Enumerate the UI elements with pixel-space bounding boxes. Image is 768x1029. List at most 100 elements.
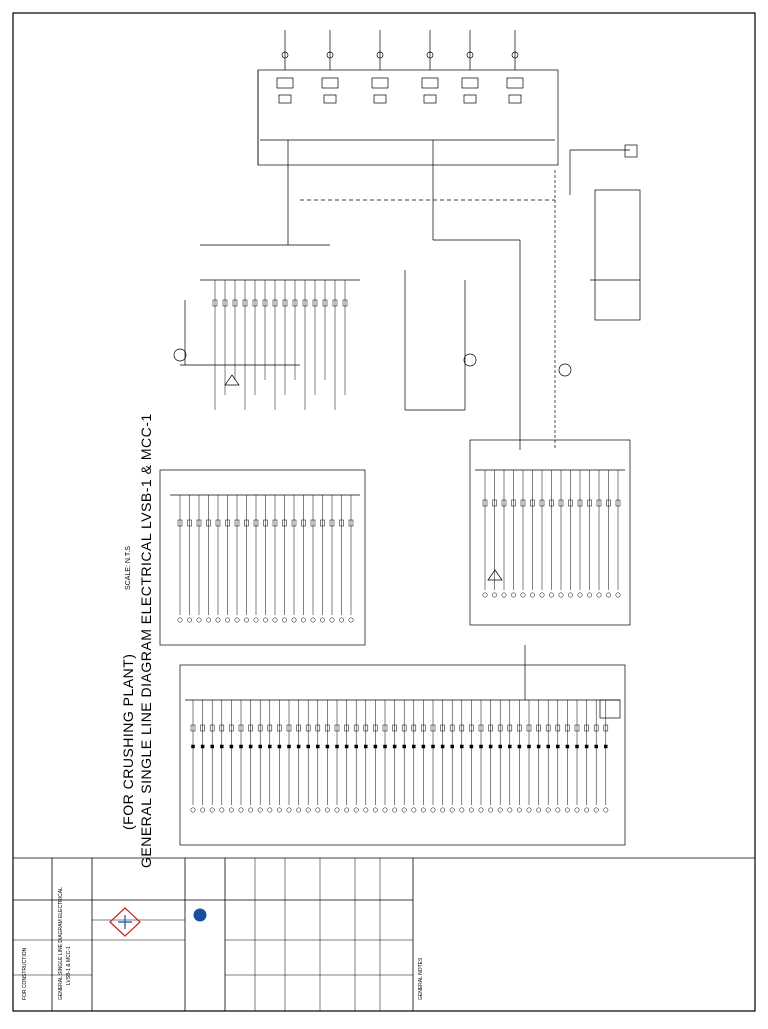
mcc-main-contactor-20	[383, 744, 387, 749]
mcc-main-motor-0	[190, 807, 196, 813]
mcc-main-motor-22	[401, 807, 407, 813]
mcc-left-motor-14	[310, 617, 316, 623]
mcc-right-motor-2	[501, 592, 507, 598]
breaker-block-4	[461, 77, 479, 89]
mcc-main-motor-23	[411, 807, 417, 813]
title-block-drawing-title: GENERAL SINGLE LINE DIAGRAM ELECTRICAL	[58, 887, 64, 1000]
mcc-main-motor-19	[372, 807, 378, 813]
mcc-main-breaker-12	[305, 724, 311, 732]
mcc-main-breaker-34	[517, 724, 522, 732]
mcc-right-breaker-0	[482, 499, 488, 507]
mcc-main-motor-29	[468, 807, 474, 813]
lvsb1-breaker-10	[312, 299, 318, 307]
mcc-right-breaker-5	[530, 499, 535, 507]
mcc-main-motor-26	[440, 807, 446, 813]
lvsb1-breaker-8	[292, 299, 298, 307]
mcc-main-motor-1	[200, 807, 206, 813]
mcc-right-breaker-9	[568, 499, 573, 507]
mcc-right-motor-11	[587, 592, 592, 598]
mcc-main-breaker-2	[209, 724, 215, 732]
mcc-left-motor-0	[177, 617, 183, 623]
transformer-symbol-1	[173, 348, 187, 362]
mcc-main-motor-34	[516, 807, 522, 813]
mcc-left-motor-12	[291, 617, 297, 623]
mcc-main-motor-25	[430, 807, 436, 813]
mcc-main-breaker-24	[421, 724, 426, 732]
mcc-main-contactor-3	[220, 744, 224, 749]
mcc-left-breaker-4	[215, 519, 221, 527]
mcc-main-contactor-5	[239, 744, 243, 749]
mcc-right-motor-0	[482, 592, 488, 598]
generator-symbol-1	[326, 51, 334, 59]
meter-block-4	[463, 94, 477, 104]
generator-symbol-5	[511, 51, 519, 59]
mcc-main-breaker-9	[277, 724, 282, 732]
mcc-left-breaker-2	[196, 519, 202, 527]
mcc-right-breaker-7	[549, 499, 554, 507]
mcc-right-outline	[469, 439, 631, 626]
mcc-main-contactor-13	[316, 744, 320, 749]
mcc-main-motor-36	[536, 807, 542, 813]
mcc-left-motor-16	[329, 617, 335, 623]
title-block-notes-header: GENERAL NOTES	[418, 957, 424, 1000]
mcc-main-contactor-35	[527, 744, 531, 749]
wiring	[159, 30, 641, 846]
mcc-left-breaker-15	[320, 519, 325, 527]
mcc-left-motor-7	[244, 617, 249, 623]
mcc-main-motor-39	[564, 807, 570, 813]
mcc-left-outline	[159, 469, 366, 646]
mcc-left-motor-5	[225, 617, 230, 623]
mcc-main-motor-21	[392, 807, 398, 813]
mcc-main-breaker-0	[190, 724, 196, 732]
mcc-main-contactor-12	[306, 744, 310, 749]
mcc-main-motor-43	[603, 807, 609, 813]
mcc-main-contactor-18	[364, 744, 368, 749]
breaker-block-2	[371, 77, 389, 89]
mcc-right-breaker-8	[558, 499, 564, 507]
mcc-main-motor-11	[296, 807, 302, 813]
mcc-main-motor-38	[555, 807, 561, 813]
mcc-left-motor-2	[196, 617, 202, 623]
mcc-left-motor-8	[253, 617, 259, 623]
transformer-symbol-3	[558, 363, 572, 377]
mcc-main-contactor-29	[469, 744, 474, 749]
mcc-right-breaker-14	[615, 499, 621, 507]
mcc-left-motor-10	[272, 617, 278, 623]
mcc-main-contactor-4	[229, 744, 234, 749]
mcc-main-motor-2	[209, 807, 215, 813]
mcc-right-breaker-3	[511, 499, 516, 507]
mcc-main-breaker-28	[459, 724, 465, 732]
mcc-main-contactor-1	[200, 744, 205, 749]
client-logo	[193, 908, 207, 922]
lvsb1-breaker-1	[222, 299, 228, 307]
mcc-main-breaker-35	[526, 724, 532, 732]
drawing-title-line1: GENERAL SINGLE LINE DIAGRAM ELECTRICAL L…	[138, 413, 154, 868]
mcc-main-motor-32	[497, 807, 503, 813]
mcc-right-motor-3	[511, 592, 516, 598]
mcc-right-motor-6	[539, 592, 545, 598]
lvsb1-breaker-9	[302, 299, 308, 307]
mcc-main-contactor-34	[517, 744, 522, 749]
utility-box	[624, 144, 638, 158]
mcc-main-breaker-41	[584, 724, 589, 732]
mcc-right-breaker-10	[577, 499, 583, 507]
mcc-main-breaker-29	[469, 724, 474, 732]
feeder-groups	[177, 280, 621, 813]
mcc-right-motor-1	[492, 592, 497, 598]
mcc-main-contactor-28	[460, 744, 464, 749]
mcc-main-contactor-0	[191, 744, 195, 749]
breaker-block-3	[421, 77, 439, 89]
mcc-left-motor-13	[301, 617, 306, 623]
sheet-border	[12, 12, 756, 1012]
mcc-main-breaker-6	[248, 724, 253, 732]
lvsb1-breaker-12	[332, 299, 338, 307]
mcc-left-breaker-17	[339, 519, 344, 527]
mcc-main-motor-41	[584, 807, 590, 813]
mcc-main-motor-24	[420, 807, 426, 813]
mcc-right-motor-9	[568, 592, 573, 598]
mcc-main-contactor-8	[268, 744, 272, 749]
lvsb1-breaker-3	[242, 299, 248, 307]
mcc-main-motor-4	[228, 807, 234, 813]
mcc-right-motor-12	[596, 592, 602, 598]
